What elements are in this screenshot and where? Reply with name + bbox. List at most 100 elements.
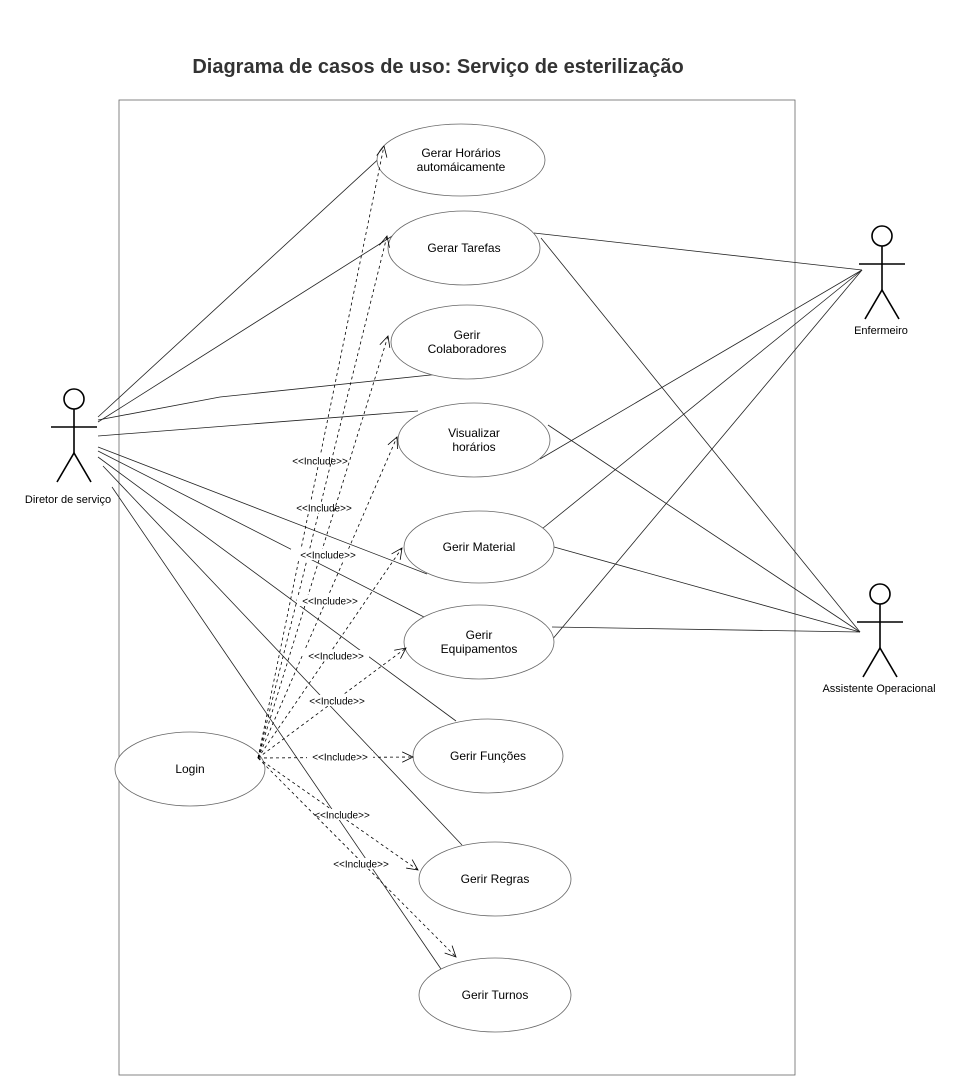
- actor-legs: [864, 288, 900, 320]
- include-gerir_turnos: <<Include>>: [257, 757, 457, 958]
- include-arrowhead: [406, 859, 419, 871]
- use-case-gerir_funcoes[interactable]: Gerir Funções: [412, 718, 564, 794]
- include-arrowhead: [401, 751, 414, 763]
- include-arrowhead: [394, 647, 407, 659]
- use-case-label: Equipamentos: [441, 642, 518, 656]
- include-label: <<Include>>: [314, 811, 370, 822]
- include-label-bg: [295, 549, 361, 560]
- include-label: <<Include>>: [296, 504, 352, 515]
- include-arrowhead: [379, 235, 390, 248]
- include-dependencies-layer: <<Include>> <<Include>> <<Include>> <<Inclu…: [257, 145, 457, 958]
- include-label-bg: [287, 455, 353, 466]
- include-label: <<Include>>: [333, 860, 389, 871]
- use-case-label: Gerar Horários: [421, 146, 500, 160]
- include-label-bg: [304, 695, 370, 706]
- include-line: [257, 335, 389, 759]
- use-case-ellipse[interactable]: [390, 304, 544, 380]
- include-gerir_equipamentos: <<Include>>: [257, 647, 407, 759]
- actor-label: Assistente Operacional: [822, 683, 935, 695]
- include-arrowhead: [391, 547, 403, 560]
- actor-legs: [56, 451, 92, 483]
- use-case-gerir_regras[interactable]: Gerir Regras: [418, 841, 572, 917]
- association-assistente-gerir_equipamentos: [551, 626, 861, 633]
- include-label: <<Include>>: [309, 697, 365, 708]
- use-case-ellipse[interactable]: [397, 402, 551, 478]
- use-case-label: Gerar Tarefas: [427, 241, 500, 255]
- include-label-bg: [303, 650, 369, 661]
- use-case-gerir_turnos[interactable]: Gerir Turnos: [418, 957, 572, 1033]
- include-gerir_material: <<Include>>: [257, 547, 403, 759]
- actor-legs: [862, 646, 898, 678]
- use-case-label: Gerir: [466, 628, 493, 642]
- use-case-login[interactable]: Login: [114, 731, 266, 807]
- actor-head: [63, 388, 85, 410]
- include-gerar_horarios: <<Include>>: [257, 145, 388, 759]
- association-diretor-gerir_regras: [102, 465, 463, 846]
- include-visualizar_horarios: <<Include>>: [257, 436, 398, 759]
- include-unlabeled: <<Include>>: [295, 549, 361, 562]
- actor-enfermeiro[interactable]: Enfermeiro: [854, 225, 908, 337]
- association-assistente-gerar_tarefas: [540, 237, 861, 633]
- include-gerir_funcoes: <<Include>>: [257, 751, 414, 764]
- include-label-bg: [297, 595, 363, 606]
- include-arrowhead: [379, 335, 391, 348]
- association-diretor-gerir_funcoes: [97, 456, 457, 722]
- actor-assistente[interactable]: Assistente Operacional: [822, 583, 936, 695]
- association-diretor-visualizar_horarios: [97, 410, 419, 437]
- use-case-label: automáicamente: [417, 160, 506, 174]
- use-case-ellipse[interactable]: [403, 510, 555, 584]
- use-case-label: Gerir Regras: [461, 872, 530, 886]
- use-case-label: Gerir Turnos: [462, 988, 529, 1002]
- use-case-ellipse[interactable]: [376, 123, 546, 197]
- actor-diretor[interactable]: Diretor de serviço: [25, 388, 111, 506]
- include-gerar_tarefas: <<Include>>: [257, 235, 390, 759]
- use-case-gerar_tarefas[interactable]: Gerar Tarefas: [387, 210, 541, 286]
- use-case-label: Gerir: [454, 328, 481, 342]
- association-enfermeiro-visualizar_horarios: [539, 269, 863, 460]
- use-case-label: Visualizar: [448, 426, 500, 440]
- include-gerir_regras: <<Include>>: [257, 757, 419, 871]
- diagram-title: Diagrama de casos de uso: Serviço de est…: [192, 56, 683, 78]
- use-case-ellipse[interactable]: [387, 210, 541, 286]
- use-case-ellipse[interactable]: [418, 841, 572, 917]
- association-diretor-gerar_tarefas: [97, 232, 398, 423]
- association-diretor-gerir_material: [97, 446, 428, 575]
- association-assistente-gerir_material: [553, 546, 861, 633]
- association-enfermeiro-gerir_material: [531, 269, 863, 538]
- actor-label: Enfermeiro: [854, 325, 908, 337]
- include-line: [257, 145, 385, 759]
- association-enfermeiro-gerar_tarefas: [533, 232, 863, 271]
- use-case-ellipse[interactable]: [114, 731, 266, 807]
- include-label-bg: [328, 858, 394, 869]
- include-label-bg: [309, 809, 375, 820]
- use-case-ellipse[interactable]: [403, 604, 555, 680]
- association-diretor-gerar_horarios: [97, 141, 398, 418]
- use-case-ellipse[interactable]: [418, 957, 572, 1033]
- association-diretor-gerir_colaboradores: [97, 373, 441, 421]
- association-assistente-visualizar_horarios: [547, 424, 861, 633]
- include-line: [257, 757, 457, 958]
- include-line: [257, 756, 414, 759]
- actor-label: Diretor de serviço: [25, 494, 111, 506]
- use-case-label: Colaboradores: [428, 342, 507, 356]
- use-case-label: Gerir Funções: [450, 749, 526, 763]
- association-diretor-gerir_equipamentos: [97, 450, 425, 618]
- use-case-gerir_material[interactable]: Gerir Material: [403, 510, 555, 584]
- use-case-label: horários: [452, 440, 495, 454]
- include-arrowhead: [376, 145, 388, 158]
- include-arrowhead: [444, 945, 457, 958]
- actor-head: [871, 225, 893, 247]
- association-diretor-gerir_turnos: [111, 486, 442, 970]
- include-label: <<Include>>: [300, 551, 356, 562]
- use-case-ellipse[interactable]: [412, 718, 564, 794]
- include-label: <<Include>>: [292, 457, 348, 468]
- actor-head: [869, 583, 891, 605]
- associations-layer: [97, 141, 863, 970]
- include-label-bg: [307, 751, 373, 762]
